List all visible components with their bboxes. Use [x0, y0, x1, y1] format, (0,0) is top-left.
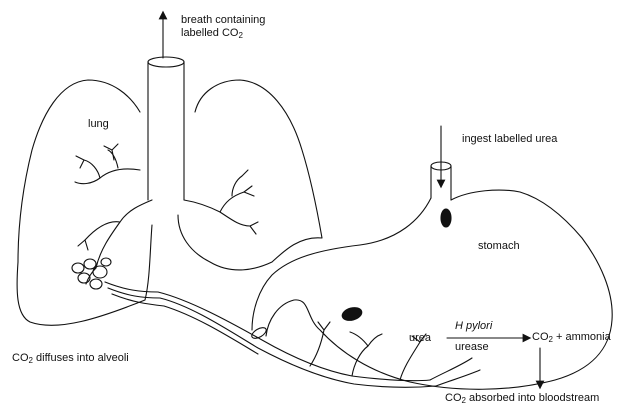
stomach — [252, 190, 612, 389]
urea-label: urea — [409, 332, 431, 345]
urease-label: urease — [455, 341, 489, 354]
lung-label: lung — [88, 118, 109, 131]
right-bronchi — [184, 170, 258, 234]
left-bronchi — [75, 144, 152, 284]
left-lung — [17, 80, 152, 325]
breath-label-line2: labelled CO2 — [181, 27, 243, 42]
urea-bolus — [441, 209, 451, 227]
h-pylori-label: H pylori — [455, 320, 492, 333]
ingest-label: ingest labelled urea — [462, 133, 557, 146]
co2-diffuses-label: CO2 diffuses into alveoli — [12, 352, 129, 367]
breath-label-line1: breath containing — [181, 14, 265, 27]
right-lung — [178, 80, 322, 270]
stomach-label: stomach — [478, 240, 520, 253]
co2-ammonia-label: CO2 + ammonia — [532, 331, 611, 346]
co2-absorbed-label: CO2 absorbed into bloodstream — [445, 392, 599, 407]
trachea — [148, 62, 184, 200]
h-pylori-bacterium — [341, 306, 363, 323]
trachea-opening — [148, 57, 184, 67]
